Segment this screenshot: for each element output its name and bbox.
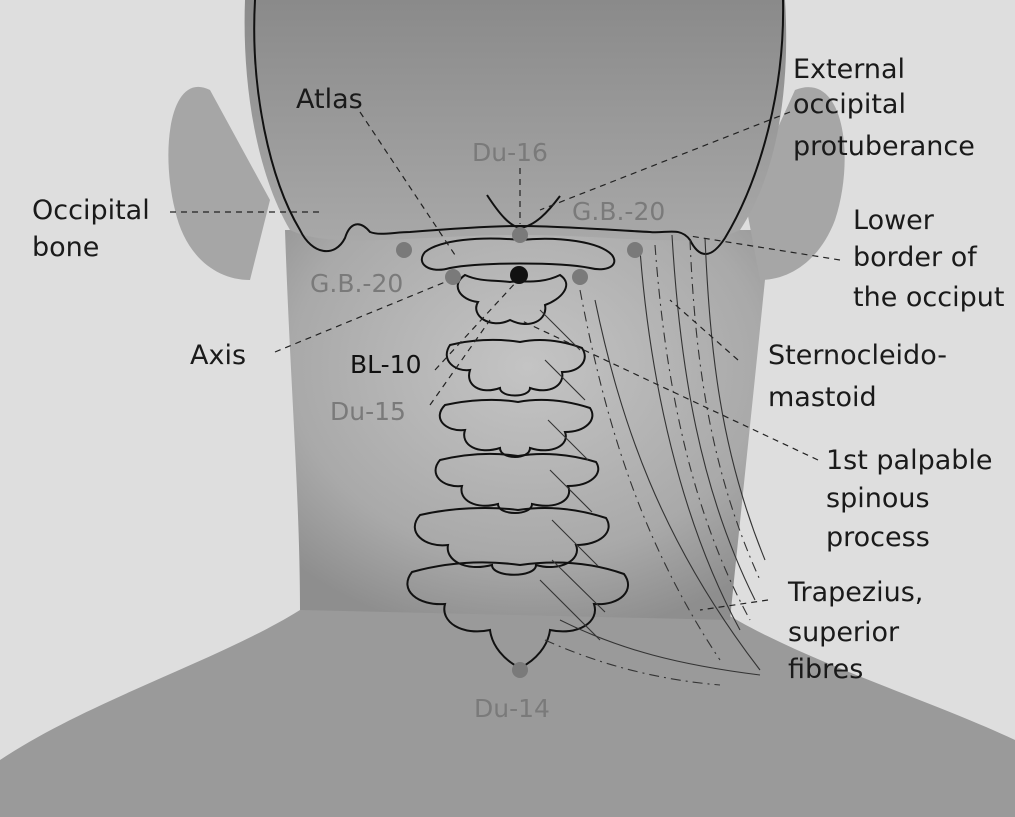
skull-outline [253,0,785,255]
point-du15 [510,266,528,284]
label-gb20-left: G.B.-20 [310,269,403,298]
label-du14: Du-14 [474,694,550,723]
label-axis: Axis [190,340,246,371]
point-gb20-right [627,242,643,258]
label-du16: Du-16 [472,138,548,167]
cervical-spine [406,273,630,670]
muscle-lines [544,234,766,686]
label-occipital-bone: Occipital bone [32,195,158,263]
label-lower-border: Lower border of the occiput [853,205,1004,313]
label-du15: Du-15 [330,397,406,426]
point-du16 [512,227,528,243]
label-first-palpable: 1st palpable spinous process [826,445,1001,553]
label-gb20-right: G.B.-20 [572,197,665,226]
label-trapezius: Trapezius, superior fibres [787,577,932,685]
point-du14 [512,662,528,678]
point-bl10-right [572,269,588,285]
left-ear [168,86,270,280]
hatch-lines [539,309,606,641]
point-gb20-left [396,242,412,258]
label-sternocleidomastoid: Sternocleido- mastoid [768,340,956,413]
label-external-occipital: External occipital protuberance [793,54,975,162]
head-hair [244,0,787,241]
leader-lines [170,111,841,611]
atlas-vertebra [420,237,616,271]
right-ear [745,87,845,280]
label-bl10: BL-10 [350,350,421,379]
point-bl10-left [445,269,461,285]
label-atlas: Atlas [296,84,363,115]
shoulders [0,610,1015,817]
